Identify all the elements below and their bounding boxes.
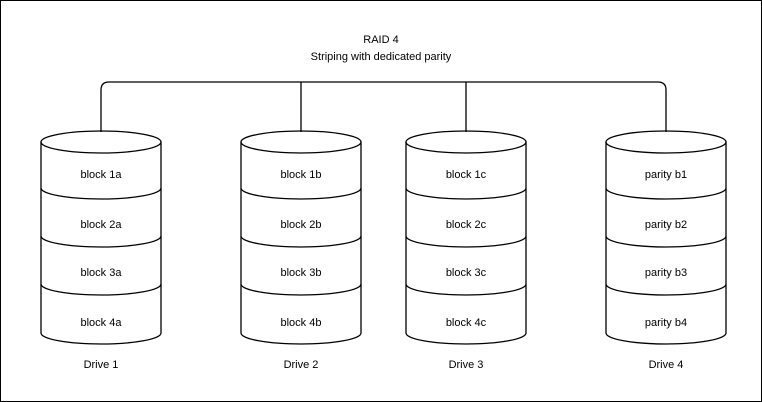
- block-label: block 3c: [446, 267, 487, 279]
- block-label: block 1c: [446, 169, 487, 181]
- section-divider: [605, 283, 727, 296]
- block-label: block 3b: [281, 267, 322, 279]
- drive-3: block 1c block 2c block 3c block 4c Driv…: [405, 130, 527, 371]
- drive-label: Drive 2: [283, 359, 319, 371]
- block-label: block 2a: [81, 219, 123, 231]
- cylinder-body: [40, 142, 162, 345]
- section-divider: [240, 187, 362, 200]
- disk-cylinder: block 1c block 2c block 3c block 4c: [405, 130, 527, 345]
- diagram-title-block: RAID 4 Striping with dedicated parity: [1, 32, 761, 66]
- block-label: block 2b: [281, 219, 322, 231]
- block-label: parity b3: [645, 267, 687, 279]
- cylinder-top: [40, 130, 162, 154]
- diagram-subtitle: Striping with dedicated parity: [310, 51, 452, 63]
- cylinder-body: [405, 142, 527, 345]
- block-label: block 4a: [81, 317, 123, 329]
- block-label: block 2c: [446, 219, 487, 231]
- disk-cylinder: parity b1 parity b2 parity b3 parity b4: [605, 130, 727, 345]
- block-label: block 1b: [281, 169, 322, 181]
- disk-cylinder: block 1a block 2a block 3a block 4a: [40, 130, 162, 345]
- block-label: parity b2: [645, 219, 687, 231]
- section-divider: [605, 187, 727, 200]
- cylinder-top: [605, 130, 727, 154]
- section-divider: [40, 283, 162, 296]
- section-divider: [405, 235, 527, 248]
- drive-4: parity b1 parity b2 parity b3 parity b4 …: [605, 130, 727, 371]
- cylinder-body: [240, 142, 362, 345]
- cylinder-top: [240, 130, 362, 154]
- section-divider: [40, 235, 162, 248]
- cylinder-top: [405, 130, 527, 154]
- block-label: parity b1: [645, 169, 687, 181]
- cylinder-body: [605, 142, 727, 345]
- section-divider: [405, 187, 527, 200]
- block-label: block 1a: [81, 169, 123, 181]
- drive-label: Drive 3: [448, 359, 484, 371]
- drive-2: block 1b block 2b block 3b block 4b Driv…: [240, 130, 362, 371]
- block-label: parity b4: [645, 317, 687, 329]
- block-label: block 3a: [81, 267, 123, 279]
- diagram-title: RAID 4: [363, 34, 399, 46]
- section-divider: [605, 235, 727, 248]
- section-divider: [40, 187, 162, 200]
- section-divider: [405, 283, 527, 296]
- section-divider: [240, 283, 362, 296]
- disk-cylinder: block 1b block 2b block 3b block 4b: [240, 130, 362, 345]
- drive-label: Drive 4: [648, 359, 684, 371]
- drive-label: Drive 1: [83, 359, 119, 371]
- block-label: block 4b: [281, 317, 322, 329]
- block-label: block 4c: [446, 317, 487, 329]
- drive-1: block 1a block 2a block 3a block 4a Driv…: [40, 130, 162, 371]
- section-divider: [240, 235, 362, 248]
- bus-line: [100, 81, 667, 132]
